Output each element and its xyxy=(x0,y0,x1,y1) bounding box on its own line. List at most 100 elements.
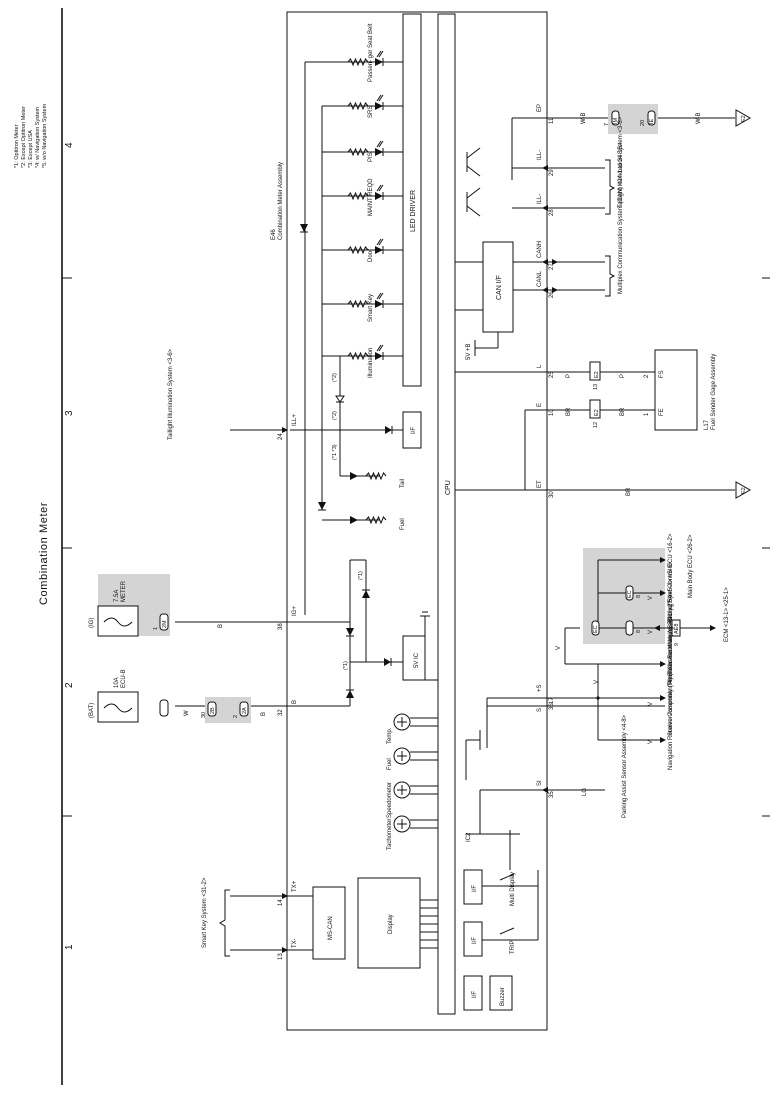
meter-code: E46 xyxy=(271,229,277,240)
if-box xyxy=(463,921,483,957)
switch xyxy=(499,873,515,881)
5v-b-label: 5V +B xyxy=(466,343,472,360)
terminal-pin: 1 xyxy=(644,412,650,416)
terminal-pin: 10 xyxy=(549,409,555,416)
wire-label: BR xyxy=(626,487,632,496)
connector-label: EC xyxy=(593,625,599,633)
terminal-pin: 30 xyxy=(549,491,555,498)
fuse-symbol xyxy=(103,703,133,713)
connector-pin: 2 xyxy=(233,715,239,718)
connector-label: EC xyxy=(627,590,633,598)
if-label: I/F xyxy=(472,991,478,998)
note-label: (*1) xyxy=(358,571,364,580)
terminal-pin: 24 xyxy=(278,433,284,440)
gauges: Temp. Fuel Speedometer Tachometer xyxy=(387,713,438,850)
5v-ic-label: 5V IC xyxy=(414,652,420,668)
connector-label: AE8 xyxy=(674,624,680,634)
buzzer-label: Buzzer xyxy=(500,987,506,1006)
terminal-label: ILL- xyxy=(537,194,543,204)
led-ray xyxy=(378,94,384,102)
led-ray xyxy=(376,292,382,300)
connector-pin: 7 xyxy=(604,123,610,126)
5v-ic-box xyxy=(402,635,426,681)
connector-pin: 30 xyxy=(201,712,207,718)
connector xyxy=(207,701,217,717)
terminal-pin: 14 xyxy=(278,899,284,906)
wire-label: BR xyxy=(566,407,572,416)
brace xyxy=(605,255,616,297)
junction xyxy=(596,696,600,700)
arrow xyxy=(542,205,548,211)
ground-symbol xyxy=(735,109,752,127)
terminal-pin: 27 xyxy=(549,263,555,270)
resistor xyxy=(347,147,369,157)
external-label: Taillight Illumination System <3-6> xyxy=(618,116,624,208)
zone-number: 3 xyxy=(64,410,75,416)
terminal-label: IG+ xyxy=(292,606,298,616)
external-label: Taillight Illumination System <3-6> xyxy=(168,348,174,440)
terminal-pin: 25 xyxy=(549,371,555,378)
external-label: Navigation Receiver Assembly (*4) Radio … xyxy=(668,561,674,770)
arrow xyxy=(660,590,666,596)
wire-label: LG xyxy=(582,788,588,796)
gauge-needle xyxy=(397,751,407,761)
led-icon xyxy=(375,246,383,254)
zone-number: 2 xyxy=(64,682,75,688)
terminal-pin: 2 xyxy=(644,374,650,378)
connector xyxy=(589,399,601,419)
terminal-label: ET xyxy=(537,480,543,488)
arrow xyxy=(542,787,548,793)
indicator-label: Door xyxy=(368,249,374,262)
led-ray xyxy=(378,50,384,58)
connector xyxy=(159,699,169,717)
connector xyxy=(671,619,681,637)
led-ray xyxy=(376,344,382,352)
external-label: Smart Key System <31-2> xyxy=(202,877,208,948)
indicator-label: Illumination xyxy=(368,348,374,378)
wire-label: BR xyxy=(620,407,626,416)
resistor xyxy=(347,191,369,201)
diode xyxy=(335,395,345,403)
indicator-label: SRS xyxy=(368,106,374,118)
brace xyxy=(605,159,616,215)
component-code: L17 xyxy=(704,419,710,430)
led-icon xyxy=(375,352,383,360)
right-terminals: EP 11 ILL- 29 ILL- 28 CANH 27 CANL 26 L … xyxy=(455,104,735,798)
connector xyxy=(589,361,601,381)
gauge-needle xyxy=(397,819,407,829)
fuse-source: (IG) xyxy=(89,618,95,628)
brace xyxy=(219,889,230,957)
diode xyxy=(318,502,326,510)
ground-symbol xyxy=(735,481,752,499)
terminal-label: ILL+ xyxy=(292,414,298,426)
diode xyxy=(300,224,308,232)
arrow xyxy=(542,287,548,293)
arrow xyxy=(660,661,666,667)
note-label: (*1 *3) xyxy=(332,444,338,460)
terminal-label: EP xyxy=(537,104,543,112)
terminal-label: FS xyxy=(659,370,665,378)
gauge-label: Speedometer xyxy=(387,782,393,818)
terminal-pin: 28 xyxy=(549,209,555,216)
display-label: Display xyxy=(388,914,394,934)
indicator-label: MAINT REQD xyxy=(368,178,374,216)
connector-pin: 20 xyxy=(640,120,646,126)
legend-item: *1: Optitron Meter xyxy=(14,124,20,168)
transistor xyxy=(466,147,481,159)
terminal-label: SI xyxy=(537,780,543,786)
terminal-label: TX- xyxy=(292,938,298,948)
wire-label: W-B xyxy=(581,112,587,124)
indicator-label: PIS xyxy=(368,152,374,162)
fuse-box xyxy=(97,605,139,637)
terminal-pin: 13 xyxy=(278,953,284,960)
fuse-name: METER xyxy=(121,580,127,602)
fuse-name: ECU-B xyxy=(121,669,127,688)
fuse-symbol xyxy=(103,617,133,627)
cpu-label: CPU xyxy=(445,480,452,495)
resistor xyxy=(347,351,369,361)
wire-label: V xyxy=(648,596,654,600)
diode xyxy=(346,690,354,698)
terminal-label: S xyxy=(537,708,543,712)
arrow xyxy=(552,259,558,265)
if-label: I/F xyxy=(411,427,417,434)
